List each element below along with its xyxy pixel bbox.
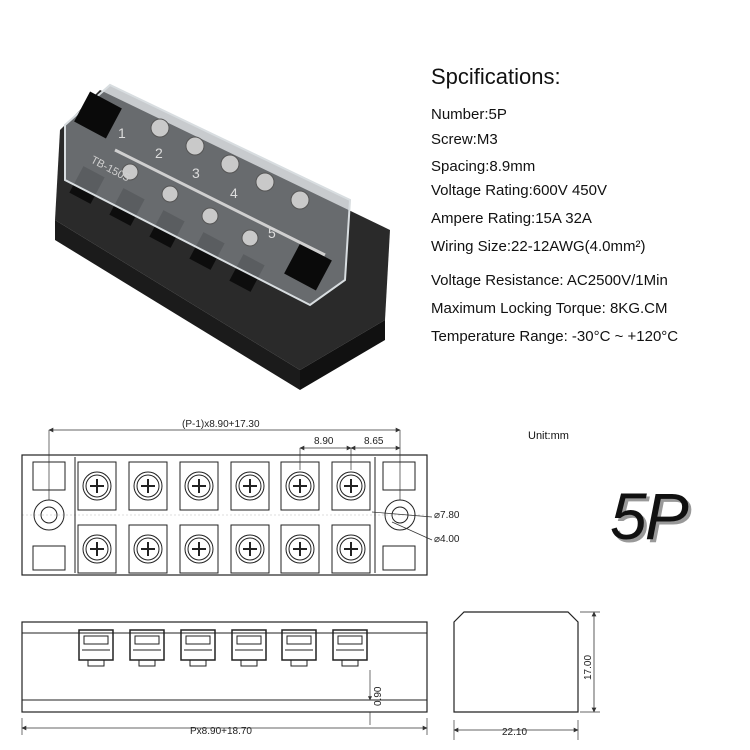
spec-screw: Screw:M3 xyxy=(431,131,498,148)
model-label: 5P xyxy=(610,479,689,553)
terminal-number: 3 xyxy=(192,165,200,181)
spec-temperature-range: Temperature Range: -30°C ~ +120°C xyxy=(431,328,679,345)
dim-pitch: 8.90 xyxy=(314,436,334,447)
top-view: (P-1)x8.90+17.30 8.90 8.65 ⌀7.80 ⌀4.00 xyxy=(21,419,460,576)
spec-voltage-resistance: Voltage Resistance: AC2500V/1Min xyxy=(431,272,668,289)
terminal-block-photo: 1 2 3 4 5 TB-1505 xyxy=(55,83,390,390)
dim-base: 0.90 xyxy=(373,686,384,706)
front-view: Px8.90+18.70 0.90 xyxy=(21,621,428,737)
side-view: 22.10 17.00 xyxy=(453,611,600,740)
spec-spacing: Spacing:8.9mm xyxy=(431,158,536,175)
spec-title: Spcifications: xyxy=(431,64,561,89)
dim-hole-outer: ⌀7.80 xyxy=(434,510,460,521)
spec-locking-torque: Maximum Locking Torque: 8KG.CM xyxy=(431,300,668,317)
spec-voltage-rating: Voltage Rating:600V 450V xyxy=(431,182,607,199)
terminal-number: 4 xyxy=(230,185,238,201)
dim-height: 17.00 xyxy=(583,655,594,680)
dim-edge: 8.65 xyxy=(364,436,384,447)
terminal-number: 5 xyxy=(268,225,276,241)
dim-total-bottom: Px8.90+18.70 xyxy=(190,726,252,737)
dim-width: 22.10 xyxy=(502,727,527,738)
terminal-number: 2 xyxy=(155,145,163,161)
spec-number: Number:5P xyxy=(431,106,507,123)
spec-ampere-rating: Ampere Rating:15A 32A xyxy=(431,210,592,227)
dimension-drawing: (P-1)x8.90+17.30 8.90 8.65 ⌀7.80 ⌀4.00 P… xyxy=(21,419,600,740)
spec-wiring-size: Wiring Size:22-12AWG(4.0mm²) xyxy=(431,238,646,255)
terminal-number: 1 xyxy=(118,125,126,141)
specifications-panel: Spcifications: Number:5P Screw:M3 Spacin… xyxy=(431,64,741,345)
unit-label: Unit:mm xyxy=(528,430,569,442)
dim-hole-inner: ⌀4.00 xyxy=(434,534,460,545)
dim-total-top: (P-1)x8.90+17.30 xyxy=(182,419,260,430)
